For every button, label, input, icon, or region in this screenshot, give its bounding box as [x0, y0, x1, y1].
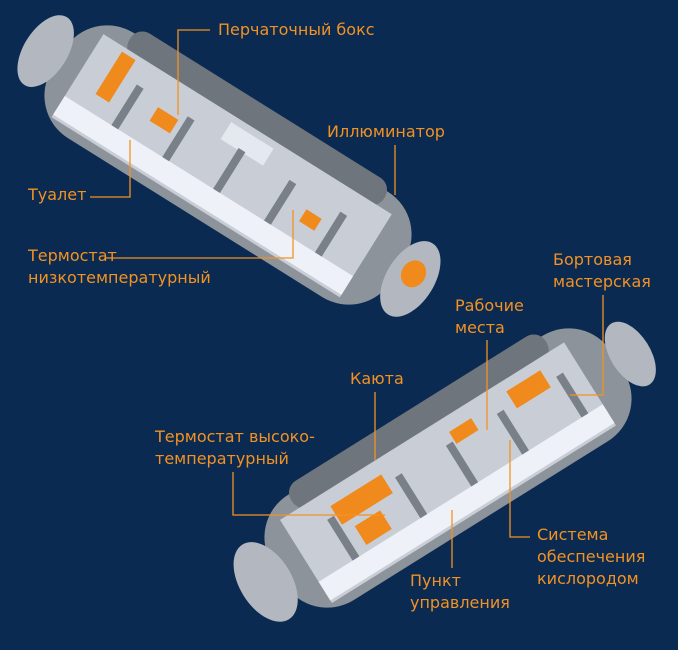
label-thermostat-high: Термостат высоко-температурный: [155, 426, 315, 470]
label-line: места: [455, 318, 505, 337]
label-porthole: Иллюминатор: [327, 122, 445, 141]
thermostat-low-block: [299, 209, 322, 231]
top-module: [17, 15, 441, 317]
glovebox-block: [149, 107, 179, 134]
label-glovebox: Перчаточный бокс: [218, 20, 375, 39]
label-line: низкотемпературный: [28, 268, 211, 287]
label-cabin: Каюта: [350, 369, 404, 388]
thermostat-high-block: [354, 510, 392, 545]
label-line: мастерская: [553, 272, 651, 291]
label-line: Термостат: [28, 246, 117, 265]
label-line: Рабочие: [455, 296, 524, 315]
label-line: обеспечения: [537, 547, 646, 566]
label-control-post: Пункт управления: [410, 570, 510, 614]
leader-lines: [90, 29, 604, 568]
label-line: кислородом: [537, 569, 639, 588]
cabin-block: [330, 474, 393, 525]
bottom-module: [233, 321, 656, 622]
label-line: управления: [410, 593, 510, 612]
label-workshop: Бортовая мастерская: [553, 249, 651, 293]
workplaces-block: [449, 418, 479, 444]
label-line: Термостат высоко-: [155, 427, 315, 446]
porthole-icon: [400, 260, 427, 288]
label-thermostat-low: Термостат низкотемпературный: [28, 245, 211, 289]
toilet-block: [95, 51, 136, 103]
workshop-block: [506, 370, 551, 409]
label-line: температурный: [155, 449, 289, 468]
label-line: Пункт: [410, 571, 461, 590]
label-line: Система: [537, 525, 609, 544]
label-toilet: Туалет: [28, 185, 87, 204]
label-oxygen-system: Система обеспечения кислородом: [537, 524, 645, 590]
label-line: Бортовая: [553, 250, 632, 269]
label-workplaces: Рабочие места: [455, 295, 524, 339]
